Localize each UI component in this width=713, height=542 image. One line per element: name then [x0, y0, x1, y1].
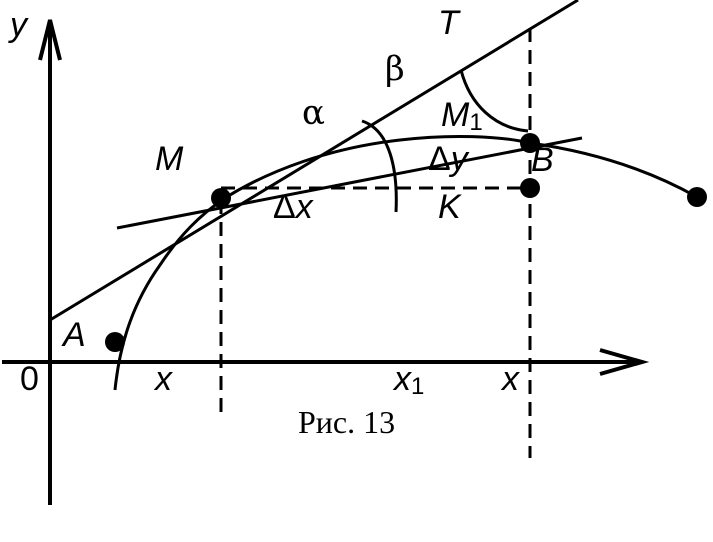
point-a-label: A	[61, 316, 86, 354]
points	[105, 133, 707, 352]
point-b-label: B	[531, 141, 554, 179]
function-curve	[113, 134, 698, 391]
point-a-marker	[105, 332, 125, 352]
origin-label: 0	[20, 360, 39, 398]
x-axis-arrow	[599, 348, 650, 376]
figure-caption: Рис. 13	[298, 404, 395, 440]
delta-y-label: Δy	[428, 140, 470, 178]
alpha-label: α	[302, 93, 325, 133]
beta-arc	[459, 69, 529, 133]
axes	[2, 19, 650, 505]
x1-tick-label: x1	[392, 360, 424, 400]
beta-label: β	[385, 49, 405, 89]
point-k-marker	[520, 178, 540, 198]
point-m-marker	[211, 188, 231, 208]
point-k-label: K	[438, 188, 462, 226]
x-tick-label: x	[153, 360, 173, 398]
secant-line	[116, 136, 583, 230]
point-m1-marker	[520, 133, 540, 153]
y-axis-arrow	[38, 19, 62, 61]
point-m1-label: M1	[441, 96, 483, 136]
tangent-line	[49, 0, 579, 322]
y-axis-label: y	[8, 6, 29, 44]
x-right-tick-label: x	[500, 360, 520, 398]
tangent-label: T	[438, 4, 461, 42]
alpha-arc	[361, 119, 398, 213]
point-m-label: M	[155, 140, 184, 178]
curve-end-marker	[687, 187, 707, 207]
dashed-guides	[219, 28, 532, 458]
delta-x-label: Δx	[273, 188, 314, 226]
